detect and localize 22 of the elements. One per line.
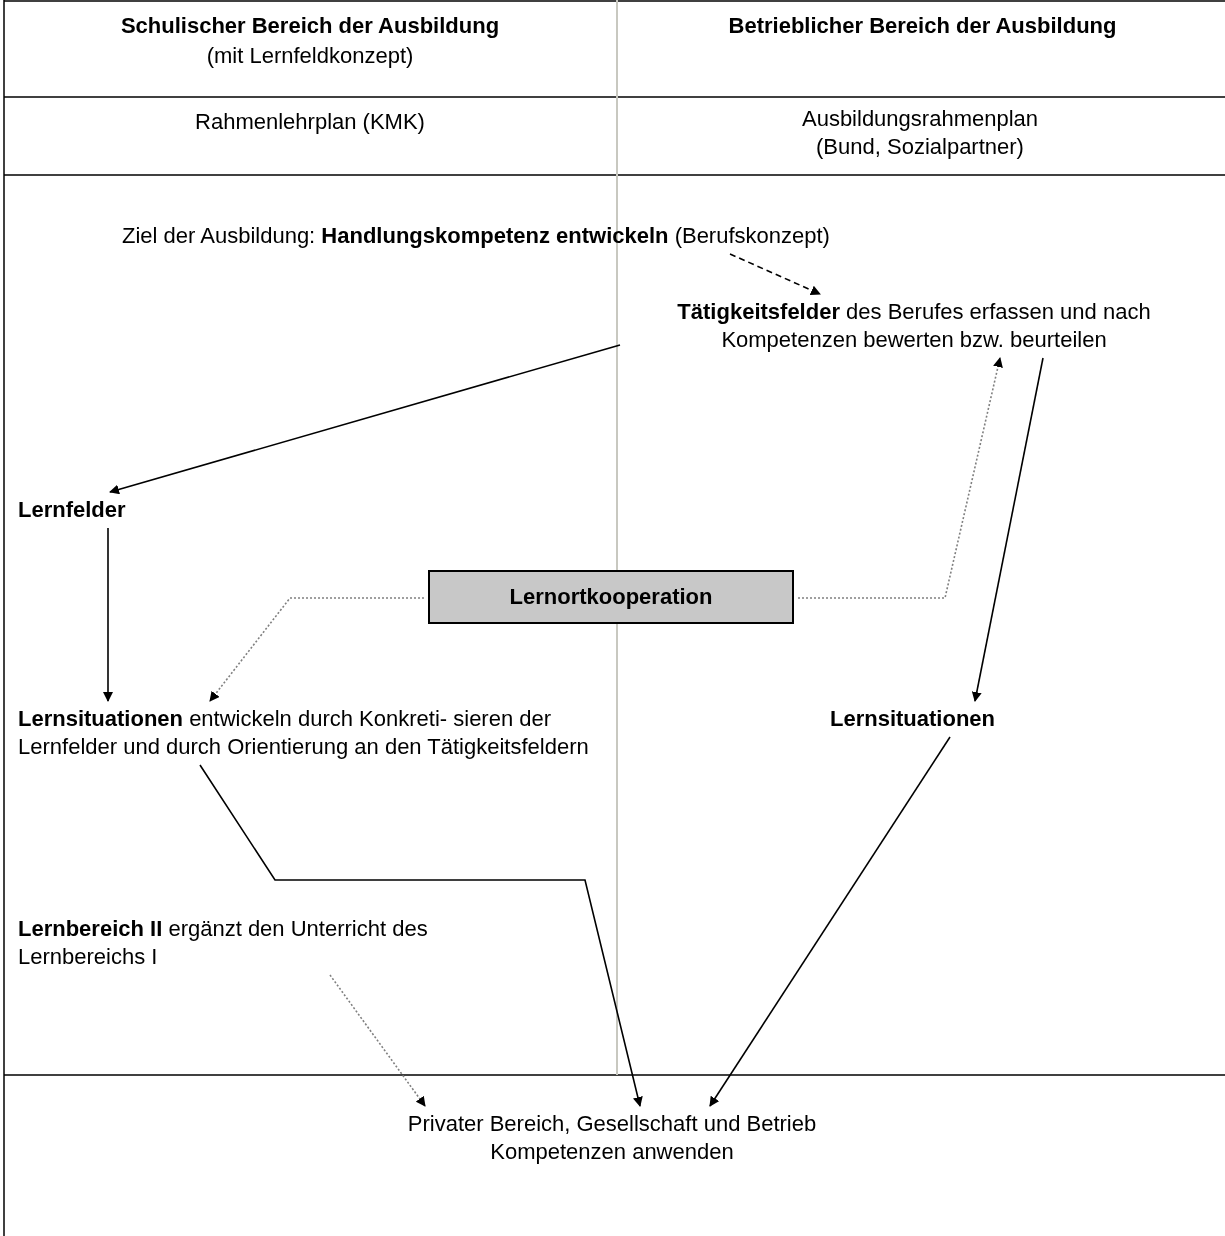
arrow — [971, 357, 1044, 702]
table-heading: Schulischer Bereich der Ausbildung — [119, 12, 501, 40]
table-heading: Rahmenlehrplan (KMK) — [194, 108, 426, 136]
arrow — [209, 597, 425, 702]
table-heading: Betrieblicher Bereich der Ausbildung — [727, 12, 1118, 40]
arrow — [199, 764, 643, 1107]
node-text: Lernbereich II ergänzt den Unterricht des Lernbereichs I — [18, 915, 518, 971]
node-text: Privater Bereich, Gesellschaft und Betrieb Kompetenzen anwenden — [352, 1110, 872, 1166]
arrow — [329, 974, 426, 1107]
node-text: Tätigkeitsfelder des Berufes erfassen und nach Kompetenzen bewerten bzw. beurteilen — [624, 298, 1204, 354]
process-box: Lernortkooperation — [428, 570, 794, 624]
node-text: Lernfelder — [18, 496, 133, 524]
table-heading: Ausbildungsrahmenplan (Bund, Sozialpartner) — [800, 105, 1040, 161]
node-text: Ziel der Ausbildung: Handlungskompetenz entwickeln (Berufskonzept) — [122, 222, 1092, 250]
table-heading: (mit Lernfeldkonzept) — [205, 42, 415, 70]
arrow — [109, 344, 621, 495]
arrow — [709, 736, 951, 1107]
node-text: Lernsituationen — [830, 705, 1010, 733]
arrow — [103, 527, 113, 702]
arrow — [797, 357, 1003, 599]
arrow — [729, 253, 821, 295]
node-text: Lernsituationen entwickeln durch Konkreti- sieren der Lernfelder und durch Orientierung an den Tätigkeitsfeldern — [18, 705, 608, 761]
